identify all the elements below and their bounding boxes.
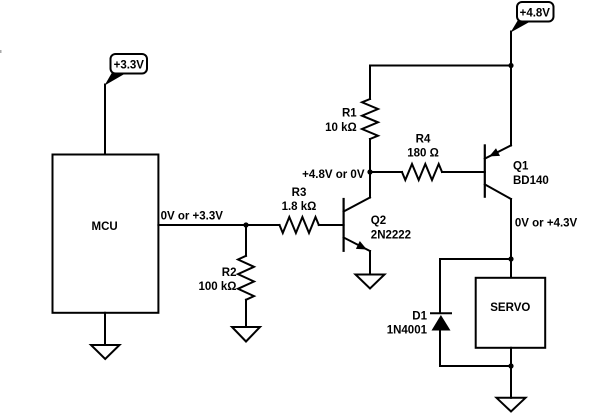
svg-text:100 kΩ: 100 kΩ [199, 281, 237, 293]
svg-text:R2: R2 [222, 267, 237, 279]
svg-text:+3.3V: +3.3V [114, 60, 145, 72]
svg-text:10 kΩ: 10 kΩ [325, 122, 357, 134]
svg-text:SERVO: SERVO [490, 302, 530, 314]
svg-text:Q1: Q1 [513, 161, 529, 173]
svg-text:R1: R1 [342, 107, 357, 119]
svg-text:D1: D1 [412, 311, 427, 323]
svg-text:0V or +3.3V: 0V or +3.3V [161, 211, 224, 223]
svg-text:+4.8V or 0V: +4.8V or 0V [302, 169, 365, 181]
svg-text:180 Ω: 180 Ω [407, 148, 439, 160]
svg-text:0V or +4.3V: 0V or +4.3V [515, 217, 578, 229]
svg-text:MCU: MCU [91, 221, 117, 233]
svg-text:Q2: Q2 [371, 215, 386, 227]
svg-text:R4: R4 [416, 134, 431, 146]
svg-text:+4.8V: +4.8V [520, 7, 551, 19]
svg-text:2N2222: 2N2222 [371, 230, 411, 242]
svg-text:BD140: BD140 [513, 175, 549, 187]
svg-text:1N4001: 1N4001 [387, 325, 428, 337]
svg-text:R3: R3 [292, 187, 307, 199]
svg-text:1.8 kΩ: 1.8 kΩ [282, 201, 317, 213]
